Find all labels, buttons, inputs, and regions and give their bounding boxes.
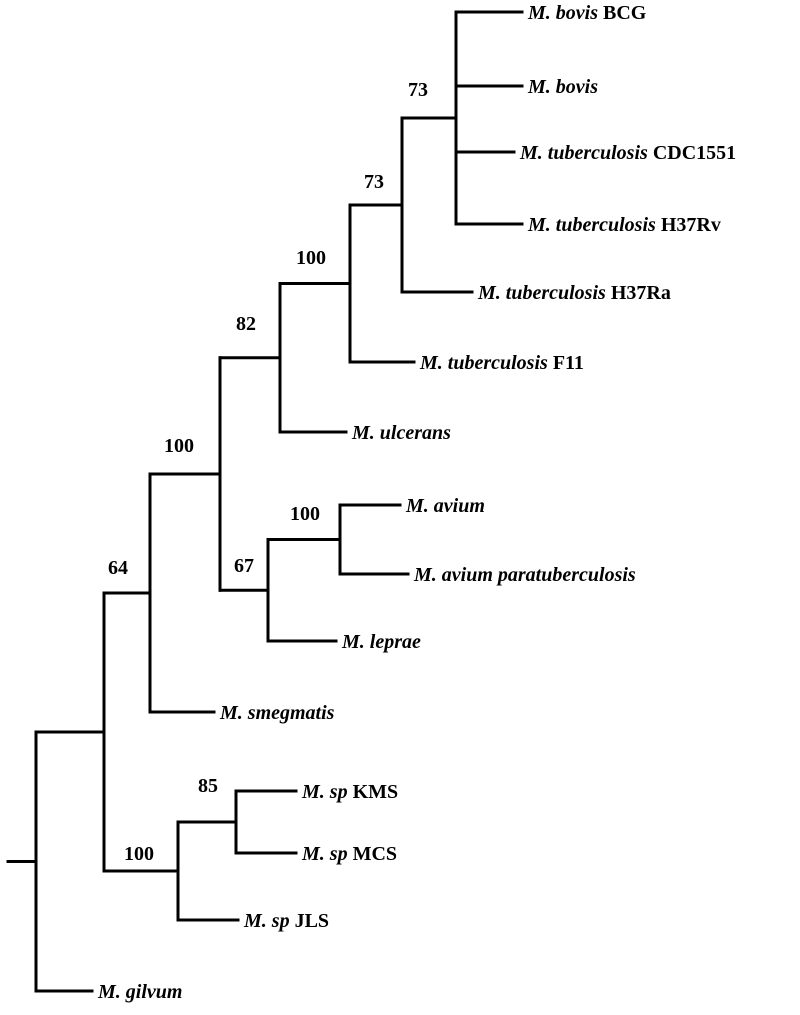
strain-name: MCS [348, 843, 397, 865]
taxon-label-leprae: M. leprae [341, 631, 421, 653]
support-value: 100 [164, 435, 194, 457]
taxon-name: M. sp [243, 910, 290, 932]
strain-name: H37Ra [606, 282, 671, 304]
support-value: 85 [198, 775, 218, 797]
taxon-name: M. smegmatis [219, 702, 335, 724]
taxon-name: M. sp [301, 843, 348, 865]
taxon-label-tb_f11: M. tuberculosis F11 [419, 352, 584, 374]
taxon-label-sp_kms: M. sp KMS [301, 781, 398, 803]
tree-branches [6, 10, 524, 993]
taxon-label-bovis: M. bovis [527, 76, 598, 98]
support-values: 73 73 100 82 100 67 100 64 85 100 [108, 79, 428, 865]
support-value: 67 [234, 555, 254, 577]
taxon-name: M. avium paratuberculosis [413, 564, 636, 586]
strain-name: F11 [548, 352, 584, 374]
support-value: 73 [364, 171, 384, 193]
taxon-name: M. avium [405, 495, 485, 517]
support-value: 100 [124, 843, 154, 865]
taxon-label-sp_jls: M. sp JLS [243, 910, 329, 932]
strain-name: H37Rv [656, 214, 721, 236]
taxon-name: M. tuberculosis [527, 214, 656, 236]
strain-name: CDC1551 [648, 142, 736, 164]
taxon-name: M. bovis [527, 76, 598, 98]
taxon-name: M. tuberculosis [419, 352, 548, 374]
support-value: 73 [408, 79, 428, 101]
taxon-label-tb_h37ra: M. tuberculosis H37Ra [477, 282, 671, 304]
taxon-name: M. tuberculosis [519, 142, 648, 164]
taxon-label-ulcerans: M. ulcerans [351, 422, 451, 444]
taxon-name: M. sp [301, 781, 348, 803]
support-value: 100 [296, 247, 326, 269]
taxon-name: M. bovis [527, 2, 598, 24]
strain-name: BCG [598, 2, 647, 24]
taxon-label-bovis_bcg: M. bovis BCG [527, 2, 647, 24]
strain-name: JLS [290, 910, 329, 932]
taxon-label-avium_para: M. avium paratuberculosis [413, 564, 636, 586]
taxon-name: M. ulcerans [351, 422, 451, 444]
taxon-label-sp_mcs: M. sp MCS [301, 843, 397, 865]
taxon-label-tb_cdc1551: M. tuberculosis CDC1551 [519, 142, 736, 164]
taxon-label-tb_h37rv: M. tuberculosis H37Rv [527, 214, 721, 236]
taxon-name: M. tuberculosis [477, 282, 606, 304]
taxon-name: M. gilvum [97, 981, 182, 1003]
taxon-name: M. leprae [341, 631, 421, 653]
taxon-label-smegmatis: M. smegmatis [219, 702, 335, 724]
support-value: 64 [108, 557, 128, 579]
taxon-label-gilvum: M. gilvum [97, 981, 182, 1003]
support-value: 100 [290, 503, 320, 525]
strain-name: KMS [348, 781, 399, 803]
support-value: 82 [236, 313, 256, 335]
taxon-label-avium: M. avium [405, 495, 485, 517]
